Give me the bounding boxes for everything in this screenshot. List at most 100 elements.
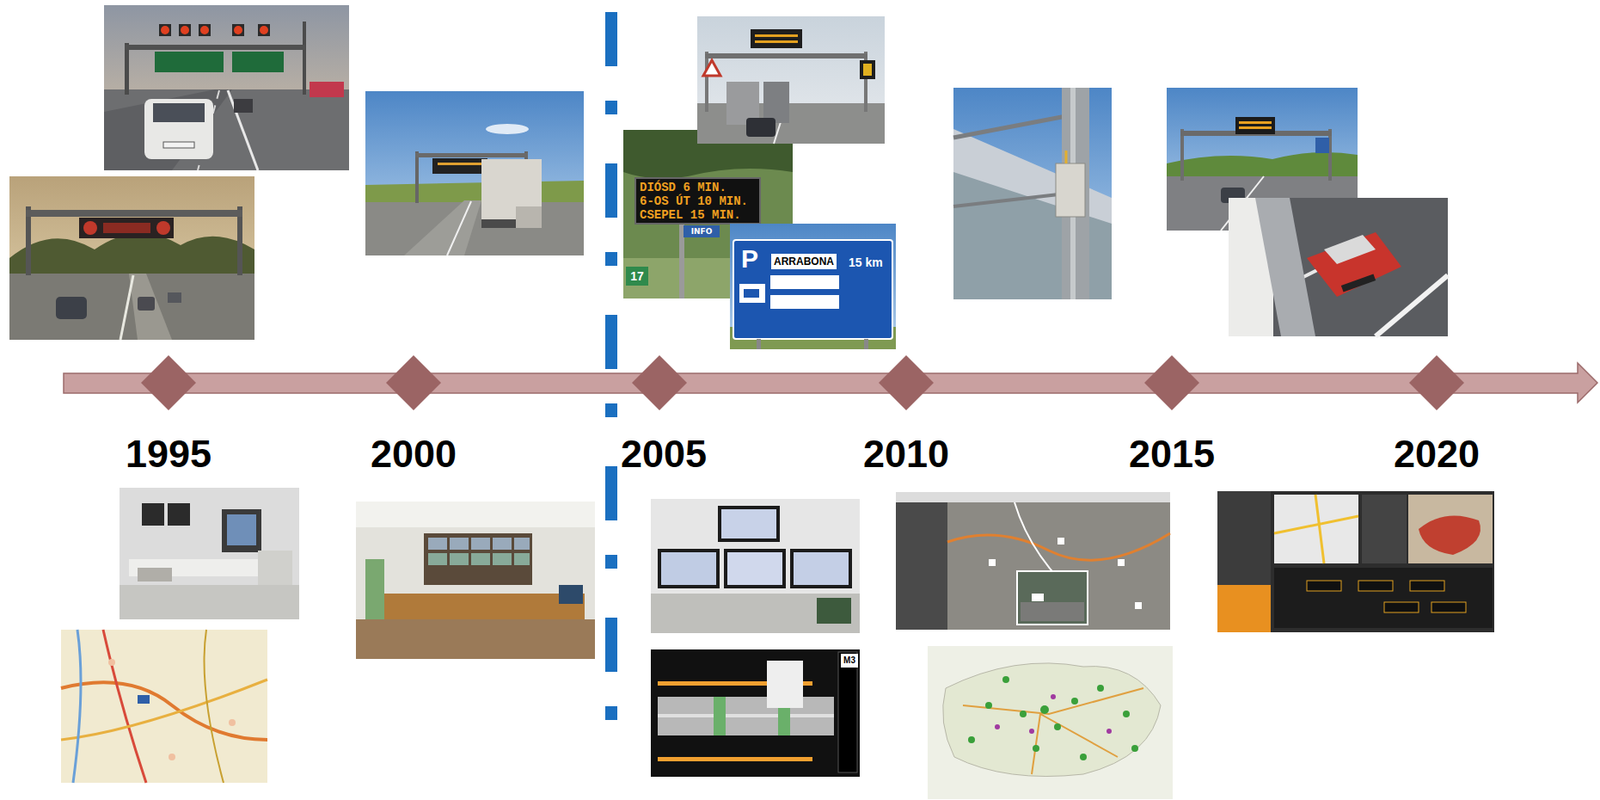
photo-truck-overhead-part bbox=[1228, 197, 1448, 337]
era-divider-part bbox=[605, 12, 618, 727]
photo-device-map-part bbox=[962, 687, 1144, 774]
photo-device-map-part-part bbox=[968, 735, 975, 743]
photo-warning-gantry-part bbox=[703, 60, 721, 76]
photo-gantry-1995a-part bbox=[257, 24, 270, 37]
photo-roadside-sensor-part bbox=[1065, 150, 1068, 164]
parking-name: ARRABONA bbox=[771, 253, 837, 270]
year-label: 1995 bbox=[125, 432, 212, 476]
photo-paper-map-part bbox=[108, 658, 116, 666]
year-diamonds-part bbox=[1409, 355, 1465, 411]
photo-video-wall-part bbox=[650, 498, 860, 633]
photo-integrated-ui-part bbox=[1274, 567, 1493, 628]
photo-gantry-2015-part bbox=[1238, 121, 1272, 124]
photo-control-room-1995-part bbox=[226, 514, 257, 546]
photo-gis-map-2010-part bbox=[895, 491, 1171, 630]
photo-parking-sign-part bbox=[770, 294, 840, 309]
photo-roadside-sensor bbox=[953, 87, 1112, 300]
photo-device-map-part-part bbox=[1002, 675, 1010, 683]
photo-parking-sign-part bbox=[756, 338, 761, 350]
photo-gis-map-2010-part bbox=[988, 558, 996, 566]
photo-gantry-1995a-part bbox=[178, 24, 191, 37]
photo-gantry-1995b-part bbox=[103, 222, 151, 233]
photo-gantry-1995b-part bbox=[79, 217, 174, 239]
timeline-arrow bbox=[63, 362, 1598, 403]
photo-gantry-1995a-part bbox=[163, 141, 195, 148]
photo-device-map-part-part bbox=[1019, 710, 1027, 718]
photo-road-diagram-screen-part bbox=[657, 696, 834, 736]
photo-warning-gantry-part bbox=[863, 63, 872, 76]
photo-gantry-1995a-part bbox=[309, 81, 344, 98]
photo-paper-map-part bbox=[137, 694, 150, 704]
photo-gantry-2015-part bbox=[1328, 128, 1332, 181]
photo-control-room-2000-part bbox=[449, 537, 469, 550]
photo-control-room-1995-part bbox=[167, 502, 191, 526]
photo-control-room-1995-part bbox=[221, 508, 262, 552]
photo-parking-sign-part bbox=[864, 338, 869, 350]
photo-gantry-1995a-part bbox=[200, 25, 209, 35]
photo-gantry-1995b-part bbox=[156, 220, 171, 235]
photo-gantry-2000-part bbox=[432, 158, 488, 174]
photo-road-diagram-screen-part bbox=[650, 649, 860, 777]
photo-device-map bbox=[927, 645, 1173, 799]
photo-control-room-2000-part bbox=[492, 537, 512, 550]
photo-gis-map-2010-part bbox=[1134, 601, 1142, 609]
photo-travel-time-sign-part bbox=[625, 266, 649, 286]
photo-warning-gantry-part bbox=[754, 40, 798, 43]
photo-paper-map-part bbox=[73, 629, 81, 783]
photo-warning-gantry-part bbox=[754, 34, 798, 37]
photo-device-map-part-part bbox=[1131, 744, 1139, 752]
photo-gantry-1995b-part bbox=[55, 296, 87, 319]
photo-gantry-1995a-part bbox=[227, 90, 258, 171]
photo-parking-sign-part bbox=[729, 223, 896, 350]
photo-integrated-ui-part bbox=[1409, 580, 1445, 591]
photo-integrated-ui-part bbox=[1408, 494, 1493, 564]
photo-road-diagram-screen-part bbox=[713, 696, 726, 736]
photo-road-diagram-screen-part bbox=[838, 651, 858, 773]
photo-control-room-2000-part bbox=[558, 584, 583, 604]
photo-truck-overhead-part bbox=[1255, 197, 1316, 337]
photo-integrated-ui-part bbox=[1418, 514, 1481, 555]
photo-gantry-2015-part bbox=[1315, 137, 1330, 154]
photo-control-room-2000 bbox=[355, 501, 595, 659]
photo-gantry-2000-part bbox=[515, 206, 542, 228]
parking-symbol: P bbox=[741, 245, 759, 273]
photo-gantry-2000-part bbox=[365, 91, 584, 256]
photo-video-wall-part bbox=[657, 548, 720, 589]
photo-control-room-2000-part bbox=[514, 537, 530, 550]
photo-gantry-1995b-part bbox=[83, 220, 98, 235]
photo-device-map-part-part bbox=[1097, 684, 1104, 692]
photo-roadside-sensor-part bbox=[953, 193, 1067, 207]
photo-gantry-1995a-part bbox=[233, 25, 243, 35]
photo-gantry-1995b-part bbox=[167, 292, 182, 303]
photo-truck-overhead-part bbox=[1375, 275, 1448, 337]
photo-control-room-2000-part bbox=[449, 552, 469, 565]
photo-paper-map-part bbox=[103, 629, 147, 783]
screen-label: M3 bbox=[841, 654, 858, 666]
photo-video-wall-part bbox=[727, 551, 783, 585]
photo-device-map-part-part bbox=[1029, 728, 1035, 734]
photo-control-room-2000-part bbox=[514, 552, 530, 565]
photo-gantry-1995b-part bbox=[25, 209, 243, 217]
photo-video-wall bbox=[650, 498, 860, 633]
photo-control-room-1995-part bbox=[141, 502, 165, 526]
photo-gantry-2000-part bbox=[404, 200, 482, 256]
photo-gantry-2000 bbox=[365, 91, 584, 256]
photo-gantry-1995a-part bbox=[159, 24, 172, 37]
photo-roadside-sensor-part bbox=[953, 87, 1112, 300]
photo-gantry-2000-part bbox=[415, 153, 528, 158]
photo-warning-gantry-part bbox=[763, 81, 790, 123]
road-number: 17 bbox=[630, 268, 644, 284]
photo-warning-gantry-part bbox=[704, 51, 709, 112]
photo-device-map-part-part bbox=[1032, 744, 1040, 752]
photo-video-wall-part bbox=[723, 548, 786, 589]
photo-integrated-ui-part bbox=[1384, 601, 1419, 613]
photo-device-map-part-part bbox=[1122, 710, 1130, 718]
photo-gantry-1995a-part bbox=[124, 42, 129, 95]
photo-device-map-part bbox=[968, 675, 1139, 761]
photo-gantry-1995a-part bbox=[160, 25, 170, 35]
photo-paper-map-part bbox=[61, 679, 268, 740]
photo-control-room-2000-part bbox=[492, 552, 512, 565]
photo-control-room-2000-part bbox=[428, 552, 448, 565]
